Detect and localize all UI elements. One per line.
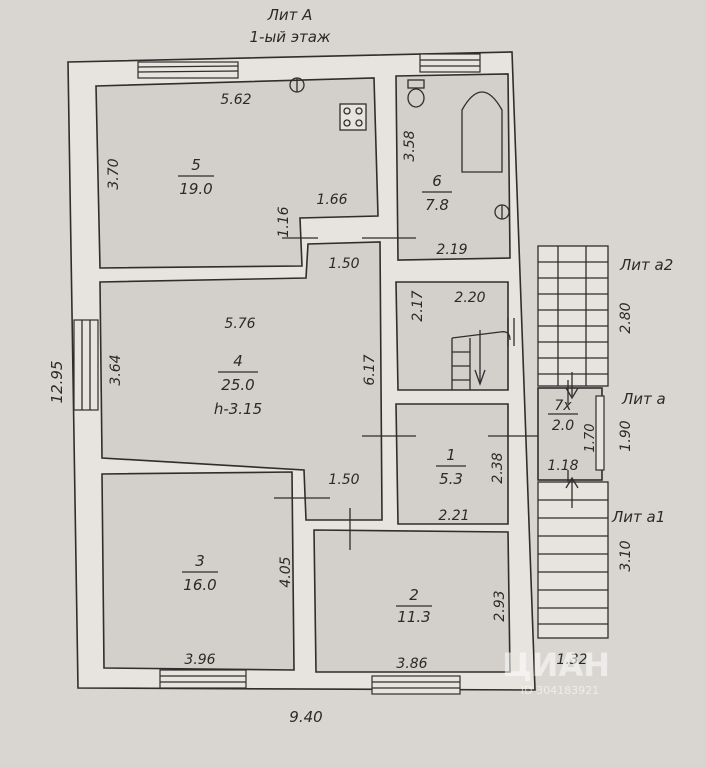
room-4-label: 4 25.0 h-3.15 bbox=[214, 352, 262, 418]
annex-a2-stairs bbox=[537, 245, 609, 387]
dim-room1-right: 2.38 bbox=[490, 452, 506, 483]
annex-a2-dim: 2.80 bbox=[618, 302, 634, 333]
dim-room6-left: 3.58 bbox=[402, 130, 418, 161]
toilet-icon bbox=[407, 79, 425, 108]
room-3-area: 16.0 bbox=[183, 576, 216, 594]
dim-room4-top: 5.76 bbox=[224, 316, 255, 332]
annex-a-label: Лит а bbox=[621, 390, 666, 408]
annex-a-inner-right: 1.70 bbox=[583, 424, 598, 453]
window-bottom-left bbox=[159, 669, 247, 689]
plan-title: Лит А bbox=[267, 6, 313, 24]
room-3-label: 3 16.0 bbox=[182, 552, 218, 594]
annex-a-porch bbox=[537, 380, 605, 496]
annex-a-area: 2.0 bbox=[552, 418, 574, 434]
room-6-area: 7.8 bbox=[425, 196, 449, 214]
room-6 bbox=[395, 73, 511, 261]
window-top-right bbox=[419, 53, 481, 73]
plan-subtitle: 1-ый этаж bbox=[250, 28, 331, 46]
annex-a-number: 7х bbox=[554, 398, 572, 414]
dim-room3-bottom: 3.96 bbox=[184, 652, 215, 668]
room-3 bbox=[101, 471, 295, 671]
dim-room2-right: 2.93 bbox=[492, 590, 508, 621]
door-marks bbox=[274, 237, 542, 550]
dim-room4-corridor-top: 1.50 bbox=[328, 256, 359, 272]
dim-room4-right: 6.17 bbox=[362, 354, 378, 385]
dim-room2-bottom: 3.86 bbox=[396, 656, 427, 672]
room-1-number: 1 bbox=[446, 446, 456, 464]
bathtub-icon bbox=[461, 91, 503, 173]
dim-room5-step: 1.16 bbox=[276, 206, 292, 237]
room-4-number: 4 bbox=[233, 352, 243, 370]
window-bottom-right bbox=[371, 675, 461, 695]
room-6-label: 6 7.8 bbox=[422, 172, 452, 214]
room-6-number: 6 bbox=[432, 172, 442, 190]
watermark-id: ID 304183921 bbox=[521, 684, 599, 697]
dim-outer-width: 9.40 bbox=[289, 708, 322, 726]
room-5-number: 5 bbox=[191, 156, 201, 174]
washbasin-icon bbox=[494, 204, 510, 220]
room-1-label: 1 5.3 bbox=[436, 446, 466, 488]
cian-watermark: ЦИАН ID 304183921 bbox=[502, 646, 610, 697]
window-top-left bbox=[137, 61, 239, 79]
stairs-icon bbox=[451, 330, 511, 390]
annex-a1-label: Лит а1 bbox=[611, 508, 665, 526]
room-5 bbox=[95, 77, 379, 269]
window-left bbox=[73, 319, 99, 411]
dim-room1-bottom: 2.21 bbox=[438, 508, 469, 524]
annex-a1-stairs bbox=[537, 481, 609, 639]
room-2-label: 2 11.3 bbox=[396, 586, 432, 626]
dim-stairroom-top: 2.20 bbox=[454, 290, 485, 306]
room-4-height: h-3.15 bbox=[214, 400, 262, 418]
room-2-number: 2 bbox=[409, 586, 419, 604]
annex-a2-label: Лит а2 bbox=[619, 256, 673, 274]
room-1-area: 5.3 bbox=[439, 470, 463, 488]
entry-arrows bbox=[565, 372, 579, 508]
annex-a-inner-width: 1.18 bbox=[547, 458, 578, 474]
room-5-label: 5 19.0 bbox=[178, 156, 214, 198]
dim-room6-bottom: 2.19 bbox=[436, 242, 467, 258]
dim-room4-corridor-bottom: 1.50 bbox=[328, 472, 359, 488]
room-4-area: 25.0 bbox=[221, 376, 254, 394]
room-1 bbox=[395, 403, 509, 525]
dim-room5-bottom: 1.66 bbox=[316, 192, 347, 208]
room-4 bbox=[99, 241, 383, 521]
room-2-area: 11.3 bbox=[397, 608, 430, 626]
dim-room5-left: 3.70 bbox=[106, 158, 122, 189]
annex-a-dim: 1.90 bbox=[618, 420, 634, 451]
dim-room4-left: 3.64 bbox=[108, 354, 124, 385]
watermark-brand: ЦИАН bbox=[502, 646, 610, 684]
dim-room5-top: 5.62 bbox=[220, 92, 251, 108]
room-3-number: 3 bbox=[195, 552, 205, 570]
annex-a1-dim: 3.10 bbox=[618, 540, 634, 571]
dim-stairroom-left: 2.17 bbox=[410, 290, 426, 321]
dim-room3-right: 4.05 bbox=[278, 556, 294, 587]
room-2 bbox=[313, 529, 511, 673]
room-5-area: 19.0 bbox=[179, 180, 212, 198]
dim-outer-height: 12.95 bbox=[48, 361, 66, 404]
sink-icon bbox=[289, 77, 305, 93]
annex-a1-bottom: 1.32 bbox=[556, 652, 587, 668]
stove-icon bbox=[339, 103, 367, 131]
